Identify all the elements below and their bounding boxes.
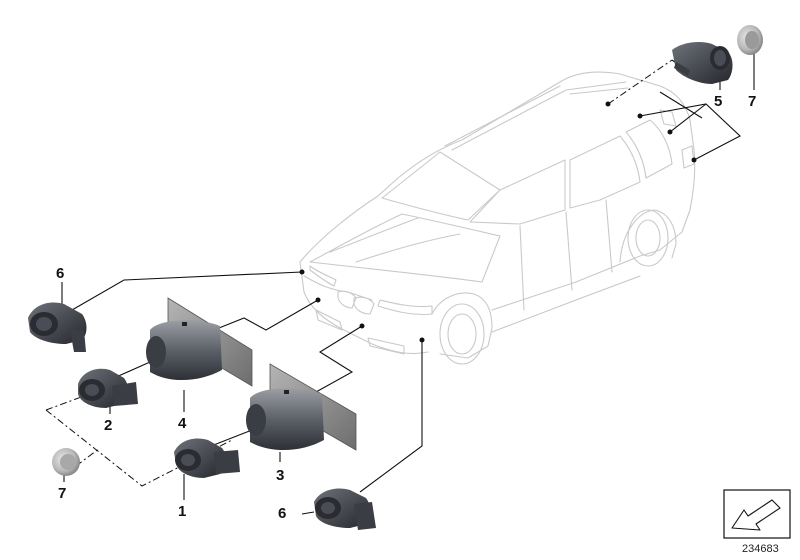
arrow-icon — [731, 499, 781, 531]
callout-3: 3 — [276, 467, 284, 484]
part-6-front-sensor-left[interactable] — [28, 302, 87, 352]
callout-6-bottom: 6 — [278, 505, 286, 522]
lead-lines — [45, 50, 755, 515]
callout-4: 4 — [178, 415, 187, 432]
part-1-sensor[interactable] — [174, 438, 240, 479]
reference-number: 234683 — [742, 543, 779, 555]
callout-7-front: 7 — [58, 485, 66, 502]
vehicle-outline — [299, 71, 696, 365]
part-2-sensor[interactable] — [78, 368, 138, 408]
callout-2: 2 — [104, 417, 112, 434]
callout-7-rear: 7 — [748, 93, 756, 110]
attachment-points — [299, 101, 697, 343]
navigation-arrow-box[interactable] — [723, 489, 791, 539]
part-6-front-sensor-right[interactable] — [314, 488, 376, 531]
part-3-bracket[interactable] — [246, 363, 357, 451]
callout-5: 5 — [714, 93, 722, 110]
part-7-rear-ring[interactable] — [737, 25, 763, 55]
part-5-rear-sensor[interactable] — [672, 42, 733, 84]
part-4-bracket[interactable] — [146, 297, 253, 387]
callout-6-top: 6 — [56, 265, 64, 282]
callout-1: 1 — [178, 503, 186, 520]
part-7-front-ring[interactable] — [52, 448, 80, 476]
